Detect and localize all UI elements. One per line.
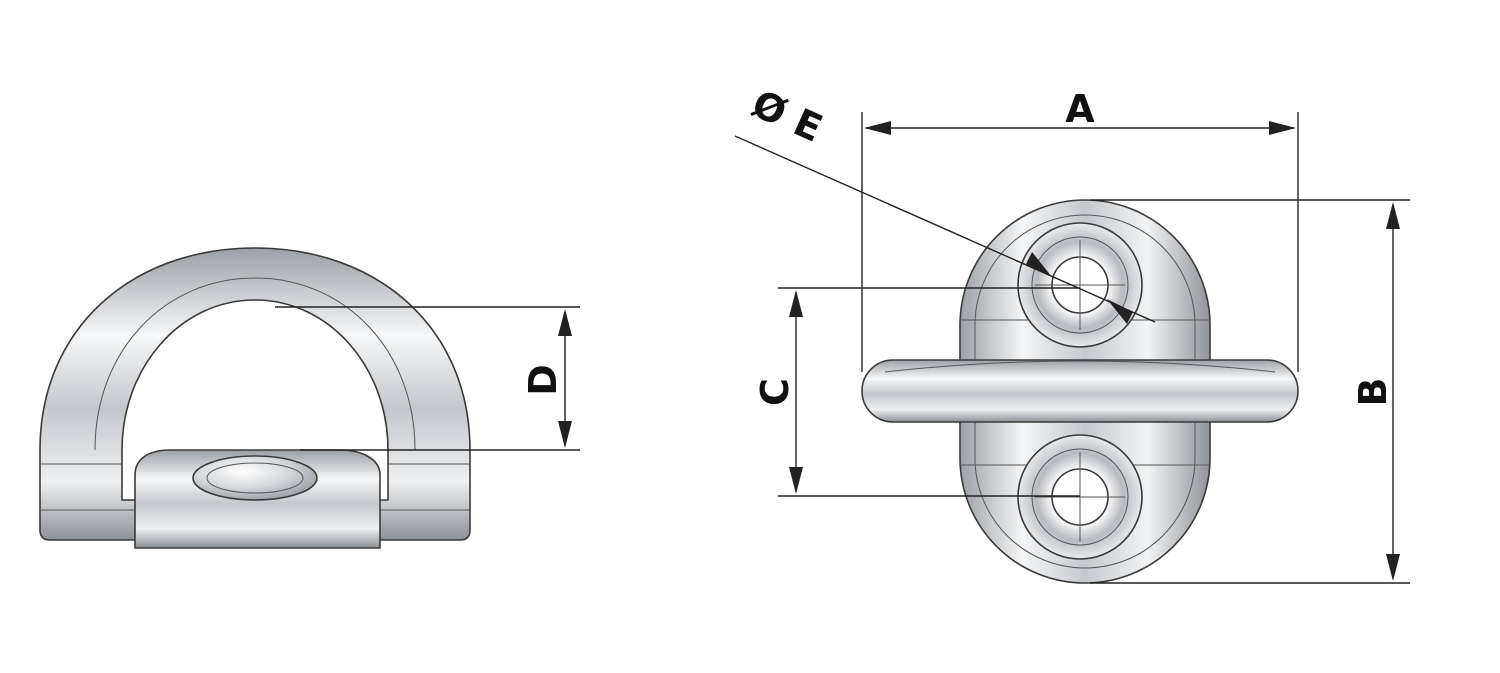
top-ring-highlight: [884, 360, 1276, 373]
dim-e-arrow-lower: [1107, 299, 1133, 324]
side-ring-highlight: [94, 277, 416, 451]
dim-a-arrow-left: [864, 121, 891, 135]
top-ring-bar: [861, 359, 1299, 423]
dim-b-arrow-top: [1386, 202, 1400, 229]
dim-d-label: D: [521, 364, 565, 396]
side-base-hole-inner: [206, 462, 304, 494]
dim-c-arrow-bottom: [789, 467, 803, 494]
dim-a-arrow-right: [1269, 121, 1296, 135]
dim-e-leader: [734, 135, 1156, 323]
dim-c-arrow-top: [789, 290, 803, 317]
dim-e-label: Ø E: [746, 81, 829, 150]
dim-d-arrow-bottom: [558, 421, 572, 448]
top-hole-lower-ring: [1031, 448, 1129, 546]
dim-c-label: C: [753, 378, 797, 406]
top-hole-upper-ring: [1031, 236, 1129, 334]
side-view: D: [39, 247, 580, 549]
dim-b-arrow-bottom: [1386, 554, 1400, 581]
dim-e-arrow-upper: [1026, 252, 1052, 277]
top-view: A B C Ø E: [734, 81, 1410, 584]
dim-b-label: B: [1351, 378, 1395, 407]
dim-a-label: A: [1065, 87, 1095, 131]
dim-d-arrow-top: [558, 309, 572, 336]
